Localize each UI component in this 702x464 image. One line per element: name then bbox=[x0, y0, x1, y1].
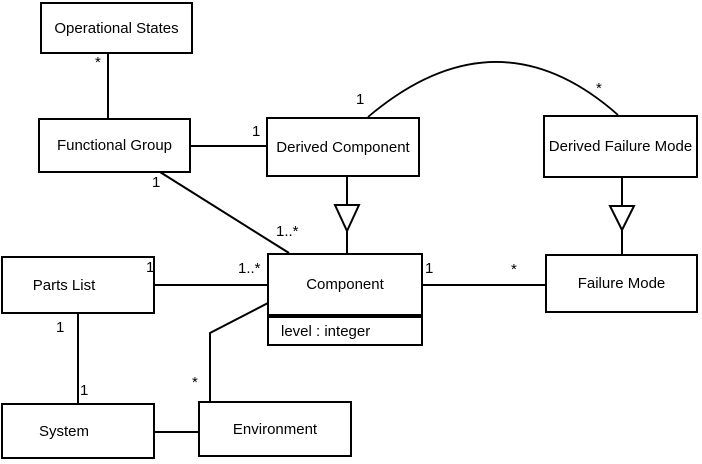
class-box-failure-mode: Failure Mode bbox=[545, 254, 698, 313]
multiplicity-parts-list-end: 1 bbox=[146, 259, 155, 276]
class-attribute-label: level : integer bbox=[281, 322, 371, 340]
class-name-label: Environment bbox=[232, 420, 318, 438]
multiplicity-derived-component-end: 1 bbox=[252, 123, 261, 140]
class-box-operational-states: Operational States bbox=[40, 2, 193, 54]
class-name-label: Derived Component bbox=[276, 138, 410, 156]
class-name-compartment: Component bbox=[269, 255, 421, 316]
class-name-label: Failure Mode bbox=[577, 275, 666, 292]
class-name-label: System bbox=[38, 422, 89, 440]
multiplicity-environment-end: * bbox=[192, 374, 198, 391]
hollow-triangle-icon bbox=[608, 205, 636, 233]
class-box-derived-failure-mode: Derived Failure Mode bbox=[543, 115, 698, 178]
class-box-parts-list: Parts List bbox=[1, 256, 155, 314]
class-box-system: System bbox=[1, 403, 155, 459]
class-attribute-compartment: level : integer bbox=[269, 316, 421, 344]
generalization-derived-component-component bbox=[333, 177, 361, 253]
edge-functional-group-component bbox=[159, 171, 290, 254]
class-name-label: Derived Failure Mode bbox=[548, 138, 693, 155]
multiplicity-derived-component-arc-end: 1 bbox=[356, 91, 365, 108]
multiplicity-failure-mode-end: * bbox=[511, 261, 517, 278]
generalization-derived-failure-mode-failure-mode bbox=[608, 178, 636, 254]
multiplicity-component-end-functional-group: 1..* bbox=[276, 223, 299, 240]
class-box-environment: Environment bbox=[198, 401, 352, 457]
class-name-label: Operational States bbox=[54, 19, 179, 37]
multiplicity-parts-list-system-bottom: 1 bbox=[80, 382, 89, 399]
class-name-label: Functional Group bbox=[56, 137, 173, 154]
multiplicity-component-end-parts-list: 1..* bbox=[238, 260, 261, 277]
hollow-triangle-icon bbox=[333, 204, 361, 234]
edge-component-environment bbox=[209, 302, 269, 401]
multiplicity-component-end-failure-mode: 1 bbox=[425, 260, 434, 277]
class-box-functional-group: Functional Group bbox=[38, 118, 191, 173]
class-name-label: Parts List bbox=[32, 276, 96, 294]
class-box-component: Component level : integer bbox=[267, 253, 423, 346]
class-name-label: Component bbox=[306, 276, 384, 293]
multiplicity-parts-list-system-top: 1 bbox=[56, 319, 65, 336]
multiplicity-derived-failure-mode-arc-end: * bbox=[596, 80, 602, 97]
edge-derived-component-derived-failure-mode bbox=[367, 61, 619, 118]
multiplicity-operational-states-end: * bbox=[95, 54, 101, 71]
class-box-derived-component: Derived Component bbox=[266, 117, 420, 177]
multiplicity-functional-group-end: 1 bbox=[152, 174, 161, 191]
